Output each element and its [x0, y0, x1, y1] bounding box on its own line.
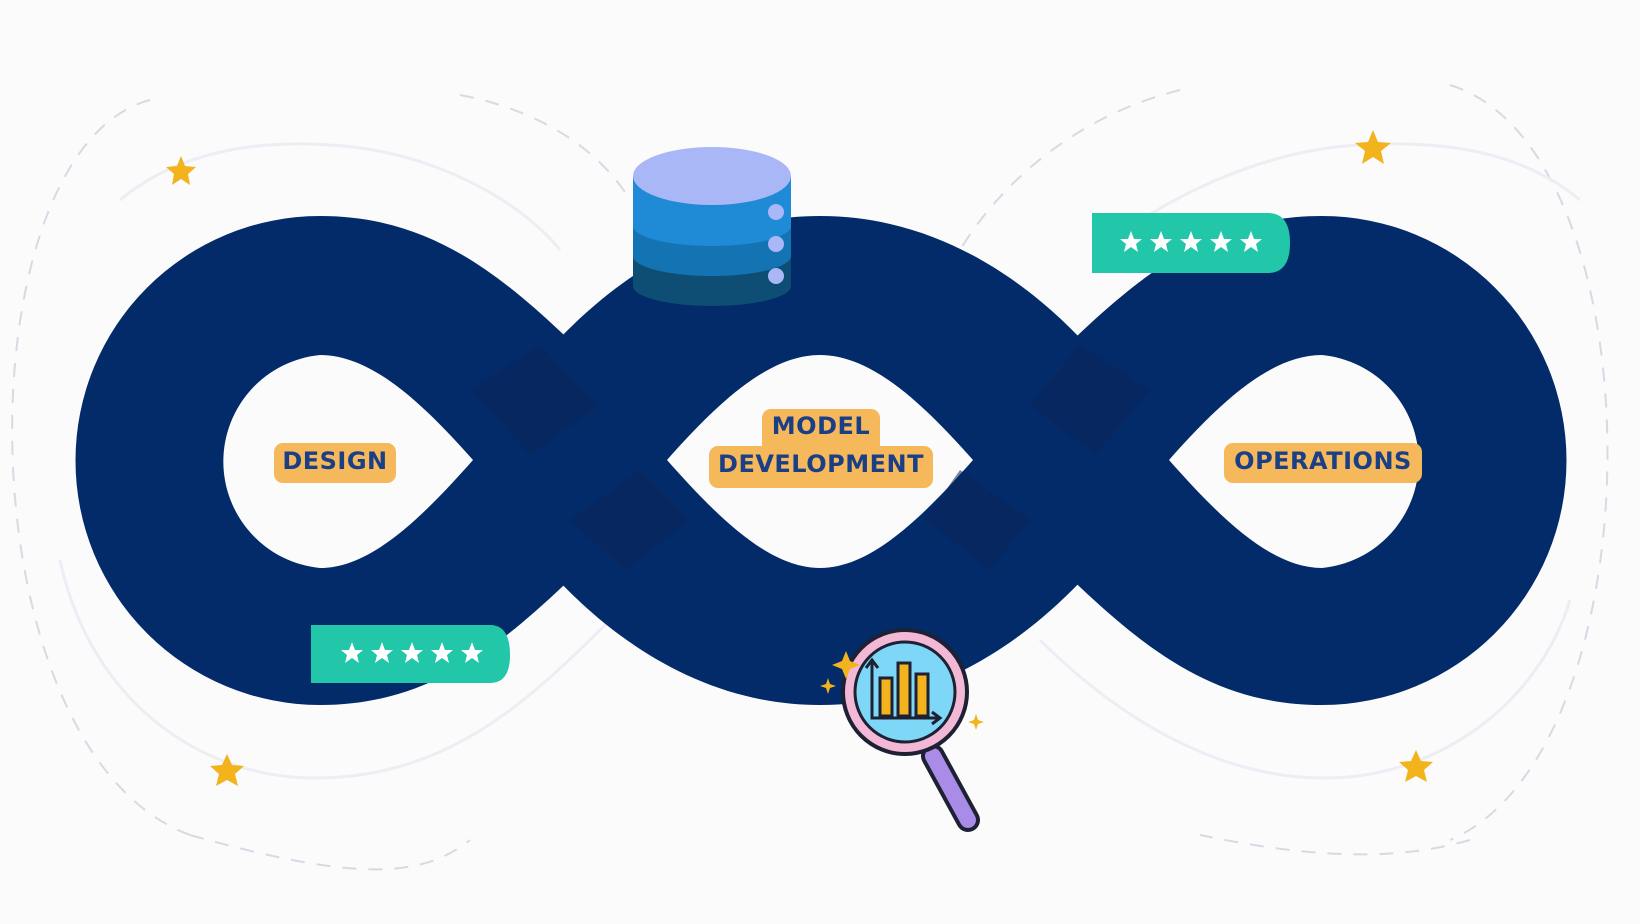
ring-design [75, 216, 620, 705]
crossing-shadows [470, 345, 1150, 570]
stage-label-operations: OPERATIONS [1224, 443, 1422, 483]
star-icon [1399, 750, 1433, 782]
decorative-stars [166, 130, 1433, 786]
five-star-rating-icon [341, 642, 483, 663]
five-star-rating-icon [1120, 231, 1262, 252]
star-icon [210, 754, 244, 786]
ring-operations [1022, 216, 1567, 705]
rating-badge-top [1092, 213, 1290, 273]
loop-shape [75, 216, 1567, 705]
stage-label-development: DEVELOPMENT [709, 446, 933, 488]
database-icon [633, 147, 791, 306]
stage-label-design: DESIGN [274, 443, 396, 483]
rating-badge-bottom [311, 625, 510, 683]
stage-label-model: MODEL [762, 409, 880, 448]
sparkle-icon [820, 651, 984, 730]
background-dashed-arcs [11, 84, 1609, 871]
ring-model-development [540, 216, 1100, 705]
magnifier-chart-icon [820, 628, 984, 832]
star-icon [1355, 130, 1391, 164]
star-icon [166, 156, 196, 185]
